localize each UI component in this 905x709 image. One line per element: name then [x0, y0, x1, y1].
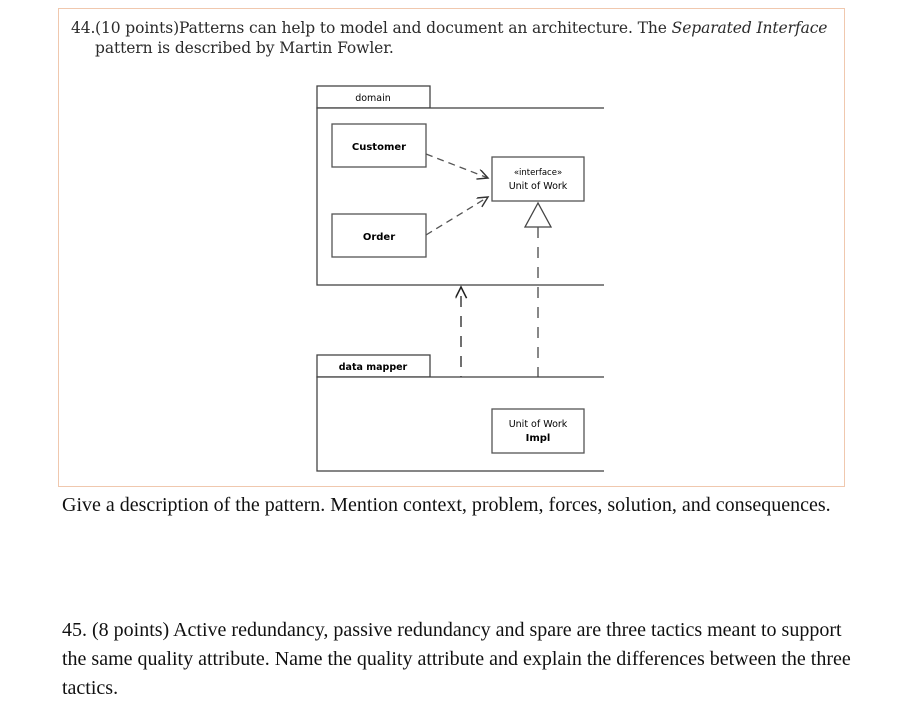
class-unit-of-work-impl-label-line2: Impl	[526, 433, 551, 444]
question-44-block: 44.(10 points)Patterns can help to model…	[58, 8, 845, 487]
class-unit-of-work-interface: «interface» Unit of Work	[491, 156, 585, 202]
question-44-number: 44.	[71, 19, 96, 37]
question-44-italic-phrase: Separated Interface	[671, 19, 828, 37]
question-44-points: (10 points)	[95, 19, 180, 37]
question-45-statement: 45. (8 points) Active redundancy, passiv…	[62, 619, 851, 699]
class-order: Order	[331, 213, 427, 258]
class-unit-of-work-stereotype: «interface»	[514, 168, 562, 178]
package-data-mapper-label: data mapper	[339, 362, 408, 373]
package-domain-label: domain	[355, 93, 391, 104]
question-44-prompt: Give a description of the pattern. Menti…	[62, 494, 831, 516]
class-customer: Customer	[331, 123, 427, 168]
class-unit-of-work-impl-label-line1: Unit of Work	[509, 419, 568, 430]
class-order-label: Order	[363, 232, 395, 243]
class-customer-label: Customer	[352, 142, 406, 153]
class-unit-of-work-interface-box	[491, 156, 585, 202]
dependency-order-to-unit-of-work	[425, 197, 488, 236]
class-customer-box	[331, 123, 427, 168]
question-44-sentence-part2: pattern is described by Martin Fowler.	[95, 39, 394, 57]
question-44-statement: 44.(10 points)Patterns can help to model…	[71, 18, 839, 58]
uml-separated-interface-diagram: domain Customer Order «interface» Unit o…	[304, 77, 604, 477]
class-order-box	[331, 213, 427, 258]
class-unit-of-work-impl-box	[491, 408, 585, 454]
question-44-sentence-part1: Patterns can help to model and document …	[179, 19, 672, 37]
class-unit-of-work-impl: Unit of Work Impl	[491, 408, 585, 454]
class-unit-of-work-interface-label: Unit of Work	[509, 181, 568, 192]
